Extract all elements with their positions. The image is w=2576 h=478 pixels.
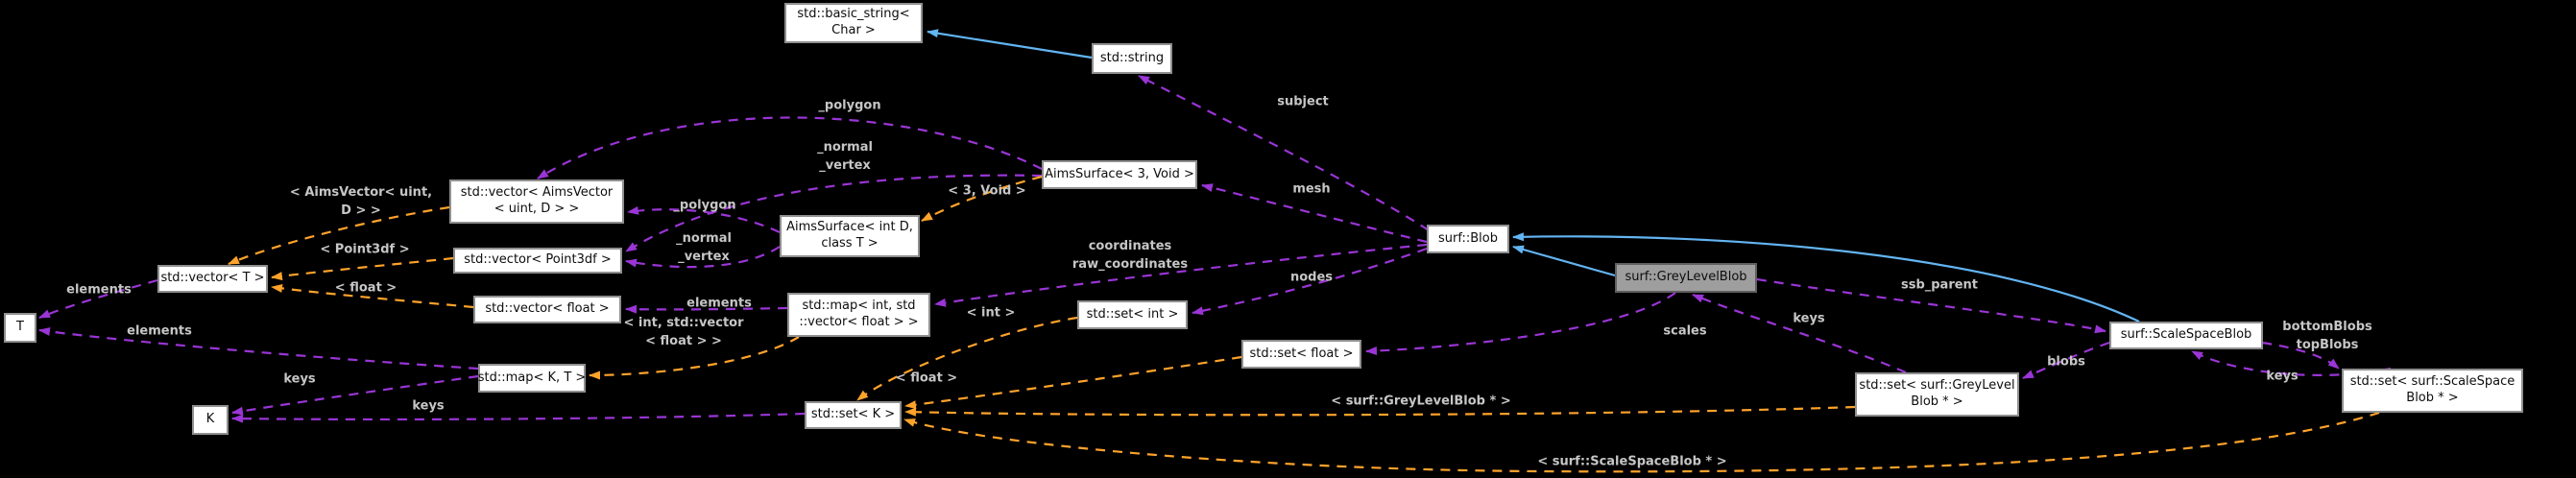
- edge-normal-vertex-1: [625, 174, 1043, 252]
- edge-nodes: [1192, 247, 1428, 316]
- edge-inherit-scalespaceblob: [1512, 232, 2140, 323]
- node-blob[interactable]: surf::Blob: [1427, 225, 1509, 253]
- node-greylevelblob[interactable]: surf::GreyLevelBlob: [1615, 263, 1757, 293]
- node-vector-float[interactable]: std::vector< float >: [473, 296, 621, 323]
- edge-inst-3-void: [921, 175, 1043, 222]
- edge-polygon-1: [537, 116, 1043, 179]
- edge-inst-aimsvector: [228, 205, 450, 266]
- node-vector-aimsvector[interactable]: std::vector< AimsVector < uint, D > >: [449, 179, 624, 224]
- node-vector-t[interactable]: std::vector< T >: [157, 265, 268, 293]
- node-vector-point3df[interactable]: std::vector< Point3df >: [453, 248, 622, 274]
- edge-keys-map: [231, 374, 479, 416]
- edge-bottomblobs-topblobs: [2261, 341, 2340, 370]
- node-aimssurface-3-void[interactable]: AimsSurface< 3, Void >: [1042, 160, 1197, 189]
- edge-inst-float-set: [904, 355, 1242, 410]
- edge-keys-set: [231, 412, 806, 423]
- edge-inst-int-set: [856, 316, 1078, 401]
- node-set-float[interactable]: std::set< float >: [1241, 340, 1361, 369]
- edge-inst-scalespaceblob-set: [903, 411, 2380, 473]
- edge-inst-point3df: [271, 256, 454, 281]
- node-aimssurface-intd[interactable]: AimsSurface< int D, class T >: [780, 215, 920, 257]
- node-map-int-vector-float[interactable]: std::map< int, std ::vector< float > >: [787, 293, 930, 337]
- edge-mesh: [1201, 183, 1428, 244]
- edge-inst-greylevelblob-set: [904, 405, 1856, 417]
- edge-inst-float-vector: [271, 284, 474, 309]
- edge-elements-map-int: [625, 304, 788, 314]
- node-k[interactable]: K: [192, 405, 229, 435]
- edge-elements-vector-t: [38, 278, 158, 320]
- edge-subject: [1138, 75, 1430, 231]
- edge-inherit-string: [927, 29, 1093, 60]
- node-t[interactable]: T: [4, 313, 36, 343]
- edge-keys-greylevelblob: [1692, 293, 1907, 374]
- edge-coordinates: [934, 243, 1428, 307]
- edge-normal-vertex-2: [625, 246, 781, 269]
- node-map-k-t[interactable]: std::map< K, T >: [478, 364, 586, 393]
- node-set-greylevelblob[interactable]: std::set< surf::GreyLevel Blob * >: [1855, 372, 2019, 417]
- node-string[interactable]: std::string: [1092, 43, 1172, 74]
- edge-elements-map-kt: [38, 327, 479, 370]
- node-set-scalespaceblob[interactable]: std::set< surf::ScaleSpace Blob * >: [2342, 369, 2523, 413]
- node-scalespaceblob[interactable]: surf::ScaleSpaceBlob: [2109, 322, 2263, 349]
- edge-blobs: [2022, 341, 2110, 380]
- node-set-k[interactable]: std::set< K >: [805, 401, 902, 429]
- edge-scales: [1365, 292, 1676, 356]
- edge-ssb-parent: [1756, 277, 2107, 334]
- node-set-int[interactable]: std::set< int >: [1077, 300, 1188, 329]
- node-basic-string[interactable]: std::basic_string< Char >: [784, 3, 923, 43]
- edge-inst-int-map: [589, 336, 800, 380]
- edge-polygon-2: [627, 205, 781, 233]
- edge-inherit-greylevelblob: [1512, 245, 1616, 277]
